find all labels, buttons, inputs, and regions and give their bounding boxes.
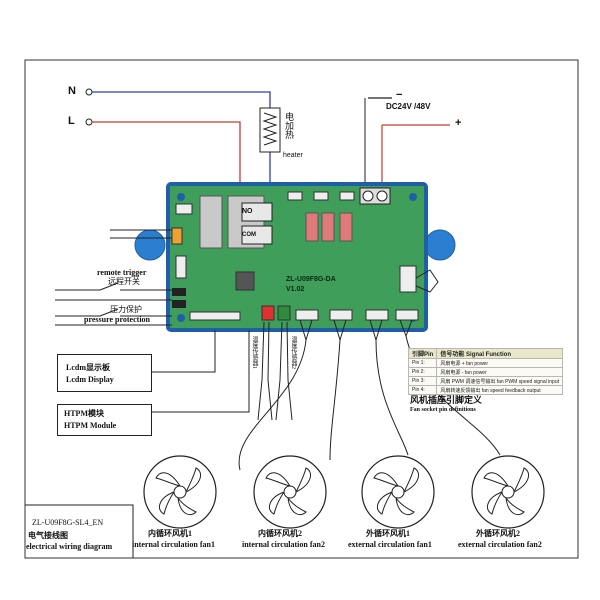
fan-icon-4 <box>471 455 545 529</box>
board-mount-right <box>424 229 456 261</box>
dc-plus-label: + <box>455 117 462 129</box>
table-row: Pin 1: 风扇电源 + fan power <box>407 358 563 368</box>
fan-def-label-en: Fan socket pin definitions <box>410 407 476 413</box>
board-mount-left <box>134 229 166 261</box>
fan-icon-2 <box>253 455 327 529</box>
board-version: V1.02 <box>286 286 305 293</box>
pin-header: 引脚Pin <box>407 348 438 359</box>
n-label: N <box>68 85 76 97</box>
neutral-wire <box>92 91 271 110</box>
fan-icon-3 <box>361 455 435 529</box>
relay-com-label: COM <box>242 232 256 238</box>
fan1-connector <box>295 309 319 321</box>
l-terminal-icon <box>85 118 93 126</box>
pressure-label-en: pressure protection <box>84 315 150 324</box>
pressure-label-cn: 压力保护 <box>110 305 142 314</box>
lcdm-display-box: Lcdm显示板 Lcdm Display <box>57 354 152 392</box>
table-row: Pin 4: 风扇转速反馈输出 fan speed feedback outpu… <box>407 385 563 395</box>
relay-no-label: NO <box>242 208 253 215</box>
fan-pin-table: 引脚Pin 信号功能 Signal Function Pin 1: 风扇电源 +… <box>407 348 563 395</box>
dc-minus-label: − <box>396 89 403 101</box>
dc-voltage-label: DC24V /48V <box>386 102 431 111</box>
htpm-label-en: HTPM Module <box>64 421 117 430</box>
fan-def-label-cn: 风机插座引脚定义 <box>410 395 483 405</box>
l-label: L <box>68 115 75 127</box>
fan-3-label-en: external circulation fan1 <box>348 540 432 549</box>
right-connector <box>399 265 417 293</box>
remote-trigger-label-cn: 远程开关 <box>108 277 140 286</box>
fan-2-label-en: internal circulation fan2 <box>242 540 325 549</box>
fan-4-label-en: external circulation fan2 <box>458 540 542 549</box>
htpm-module-box: HTPM模块 HTPM Module <box>57 404 152 436</box>
relay-no-contact <box>241 202 273 222</box>
heater-coil-icon <box>262 112 278 146</box>
fan-icon-1 <box>143 455 217 529</box>
heater-label-cn: 电加热 <box>284 112 294 139</box>
heater-label-en: heater <box>283 152 303 159</box>
board-model: ZL-U09F8G-DA <box>286 276 336 283</box>
lcdm-label-cn: Lcdm显示板 <box>66 363 110 372</box>
sensor-1-label: 温度传感器1 <box>251 336 257 369</box>
title-block-en: electrical wiring diagram <box>26 542 113 551</box>
n-terminal-icon <box>85 88 93 96</box>
signal-header: 信号功能 Signal Function <box>436 348 563 359</box>
fan3-connector <box>365 309 389 321</box>
remote-trigger-label: remote trigger <box>97 268 147 277</box>
fan-1-label-en: internal circulation fan1 <box>132 540 215 549</box>
title-block-cn: 电气接线图 <box>28 531 68 540</box>
table-row: Pin 2: 风扇电源 - fan power <box>407 367 563 377</box>
title-block-code: ZL-U09F8G-SL4_EN <box>32 518 104 527</box>
lcdm-connector <box>189 311 241 321</box>
fan-2-label-cn: 内循环风机2 <box>258 529 302 538</box>
relay-1 <box>199 195 223 249</box>
sensor-2-label: 温度传感器2 <box>290 336 296 369</box>
table-row: Pin 3: 风扇 PWM 调速信号输出 fan PWM speed signa… <box>407 376 563 386</box>
lcdm-label-en: Lcdm Display <box>66 375 114 384</box>
fan-4-label-cn: 外循环风机2 <box>476 529 520 538</box>
outer-frame <box>24 59 579 559</box>
htpm-label-cn: HTPM模块 <box>64 409 104 418</box>
fan2-connector <box>329 309 353 321</box>
relay-com-contact <box>241 225 273 245</box>
fan-1-label-cn: 内循环风机1 <box>148 529 192 538</box>
fan-3-label-cn: 外循环风机1 <box>366 529 410 538</box>
fan4-connector <box>395 309 419 321</box>
mcu-chip <box>235 271 255 291</box>
